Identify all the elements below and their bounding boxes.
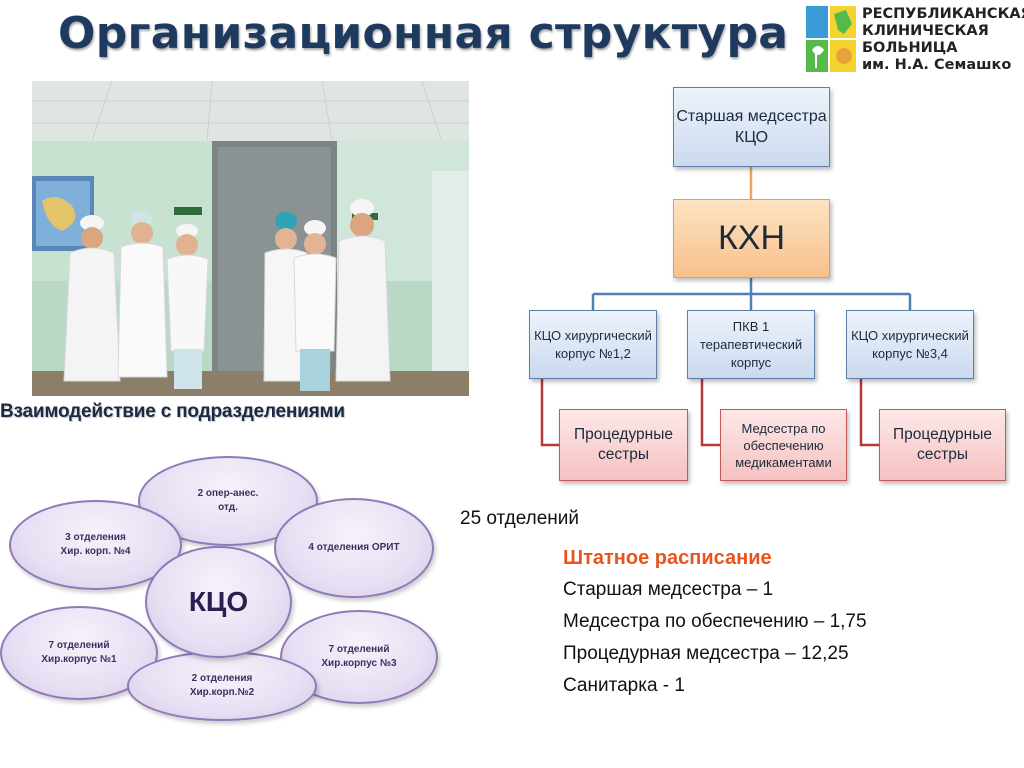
staffing-title: Штатное расписание <box>563 547 772 569</box>
unit-line: 3 отделения <box>65 532 126 543</box>
staff-photo <box>32 81 469 396</box>
logo-line-3: БОЛЬНИЦА <box>862 40 958 56</box>
unit-line: Хир.корпус №3 <box>321 658 397 669</box>
logo-line-4: им. Н.А. Семашко <box>862 57 1012 73</box>
connector-level2-level3 <box>540 379 879 447</box>
hospital-emblem-icon <box>804 4 858 74</box>
hospital-logo: РЕСПУБЛИКАНСКАЯ КЛИНИЧЕСКАЯ БОЛЬНИЦА им.… <box>804 4 1024 76</box>
kco-building-1-2-box: КЦО хирургический корпус №1,2 <box>529 310 657 379</box>
kco-building-3-4-box: КЦО хирургический корпус №3,4 <box>846 310 974 379</box>
unit-ellipse-orit: 4 отделения ОРИТ <box>274 498 434 598</box>
page-title: Организационная структура <box>58 8 789 59</box>
staffing-line: Старшая медсестра – 1 <box>563 579 774 600</box>
kco-center-label: КЦО <box>188 586 249 617</box>
connector-khn-level2 <box>591 278 912 310</box>
staffing-line: Санитарка - 1 <box>563 675 685 696</box>
unit-line: отд. <box>218 502 238 513</box>
unit-line: Хир.корп.№2 <box>189 687 255 698</box>
unit-line: 2 отделения <box>191 673 253 684</box>
senior-nurse-box: Старшая медсестра КЦО <box>673 87 830 167</box>
staffing-line: Медсестра по обеспечению – 1,75 <box>563 611 867 632</box>
unit-line: 7 отделений <box>328 644 390 655</box>
interaction-subtitle: Взаимодействие с подразделениями <box>0 401 345 422</box>
unit-line: Хир.корпус №1 <box>41 654 117 665</box>
unit-line: Хир. корп. №4 <box>60 546 131 557</box>
kco-center-ellipse: КЦО <box>145 546 292 658</box>
departments-count: 25 отделений <box>460 508 580 529</box>
logo-line-2: КЛИНИЧЕСКАЯ <box>862 23 989 39</box>
unit-line: 7 отделений <box>48 640 110 651</box>
pkv-therapy-box: ПКВ 1 терапевтический корпус <box>687 310 815 379</box>
unit-line: 4 отделения ОРИТ <box>308 542 400 553</box>
medication-nurse-box: Медсестра по обеспечению медикаментами <box>720 409 847 481</box>
staffing-line: Процедурная медсестра – 12,25 <box>563 643 849 664</box>
khn-box: КХН <box>673 199 830 278</box>
procedure-nurses-box-left: Процедурные сестры <box>559 409 688 481</box>
procedure-nurses-box-right: Процедурные сестры <box>879 409 1006 481</box>
unit-line: 2 опер-анес. <box>197 488 259 499</box>
logo-line-1: РЕСПУБЛИКАНСКАЯ <box>862 6 1024 22</box>
